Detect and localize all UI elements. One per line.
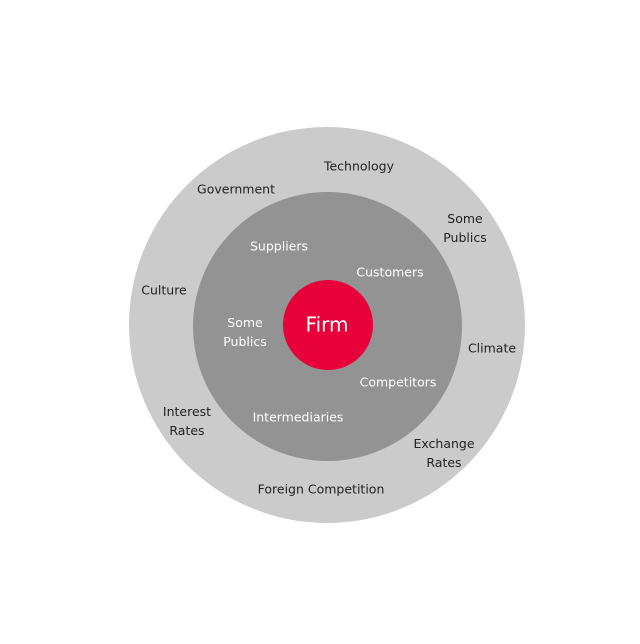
foreign-competition-label: Foreign Competition [257,481,385,497]
technology-label: Technology [323,158,395,174]
suppliers-label: Suppliers [249,238,309,254]
culture-label: Culture [141,282,187,298]
customers-label: Customers [356,264,424,280]
government-label: Government [197,181,275,197]
firm-circle [283,280,373,370]
climate-label: Climate [467,340,517,356]
competitors-label: Competitors [359,374,437,390]
intermediaries-label: Intermediaries [252,409,344,425]
firm-label: Firm [305,312,349,337]
